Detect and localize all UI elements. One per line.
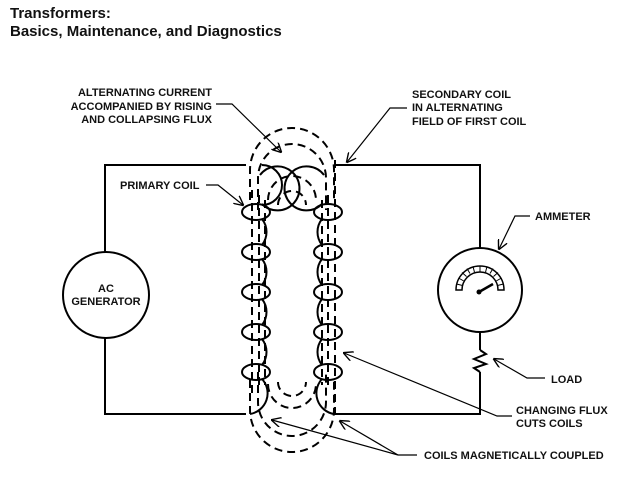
ammeter [437, 247, 523, 333]
label-secondary-coil: SECONDARY COIL IN ALTERNATING FIELD OF F… [347, 89, 527, 162]
svg-text:CUTS COILS: CUTS COILS [516, 418, 583, 430]
svg-text:FIELD OF FIRST COIL: FIELD OF FIRST COIL [412, 116, 527, 128]
label-primary-coil: PRIMARY COIL [120, 180, 243, 205]
primary-coil [241, 164, 301, 415]
svg-text:PRIMARY COIL: PRIMARY COIL [120, 180, 200, 192]
title-line-2: Basics, Maintenance, and Diagnostics [10, 23, 282, 40]
svg-text:SECONDARY COIL: SECONDARY COIL [412, 89, 511, 101]
coil-icon [241, 164, 301, 415]
document-title: Transformers: Basics, Maintenance, and D… [10, 5, 282, 41]
meter-pivot [476, 289, 482, 295]
circle-generator-icon [62, 251, 150, 339]
ac-generator: AC GENERATOR [62, 251, 150, 339]
generator-label-line2: GENERATOR [71, 296, 140, 308]
svg-text:ACCOMPANIED BY RISING: ACCOMPANIED BY RISING [71, 101, 212, 113]
meter-scale-ticks [456, 266, 504, 286]
leader-arrow [494, 359, 545, 379]
meter-needle [478, 282, 494, 294]
label-coils-coupled: COILS MAGNETICALLY COUPLED [272, 420, 604, 462]
secondary-coil [283, 165, 343, 415]
label-alternating-current: ALTERNATING CURRENT ACCOMPANIED BY RISIN… [71, 87, 281, 152]
svg-text:COILS MAGNETICALLY COUPLED: COILS MAGNETICALLY COUPLED [424, 450, 604, 462]
title-line-1: Transformers: [10, 5, 111, 22]
leader-arrow [344, 353, 512, 417]
svg-text:AMMETER: AMMETER [535, 211, 591, 223]
svg-text:CHANGING FLUX: CHANGING FLUX [516, 405, 608, 417]
leader-arrow [216, 103, 281, 152]
leader-arrow [206, 184, 243, 205]
leader-arrow [340, 421, 399, 456]
svg-text:IN ALTERNATING: IN ALTERNATING [412, 102, 503, 114]
svg-text:AND COLLAPSING FLUX: AND COLLAPSING FLUX [81, 114, 212, 126]
leader-arrow [272, 420, 399, 456]
label-load: LOAD [494, 359, 582, 386]
primary-circuit-wires [104, 164, 246, 415]
label-ammeter: AMMETER [499, 211, 591, 249]
generator-label-line1: AC [98, 283, 114, 295]
secondary-circuit-wires [336, 164, 481, 415]
svg-text:ALTERNATING CURRENT: ALTERNATING CURRENT [78, 87, 212, 99]
coil-icon [283, 165, 343, 415]
leader-arrow [499, 215, 530, 249]
meter-scale [455, 265, 505, 291]
dashed-flux-lines-icon [249, 127, 336, 453]
svg-text:LOAD: LOAD [551, 374, 582, 386]
label-changing-flux: CHANGING FLUX CUTS COILS [344, 353, 608, 430]
leader-arrow [347, 107, 407, 162]
resistor-zigzag-icon [471, 349, 489, 373]
